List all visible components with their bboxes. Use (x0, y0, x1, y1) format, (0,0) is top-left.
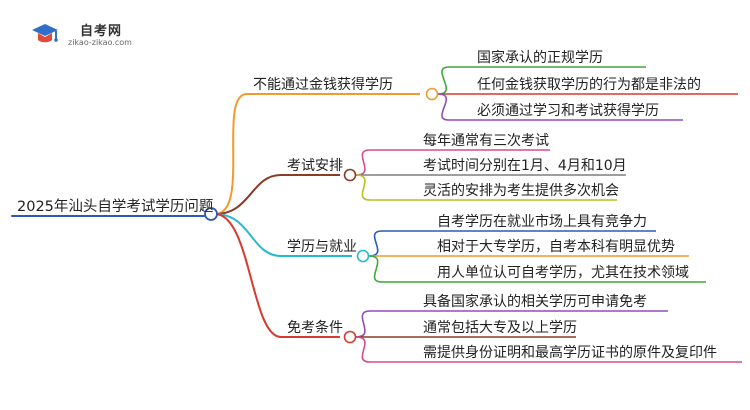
branch-2-node (343, 168, 357, 182)
branch-3-child-3-connector (368, 255, 383, 283)
branch-4-child-2[interactable]: 通常包括大专及以上学历 (423, 320, 577, 336)
branch-1-connector (214, 93, 248, 215)
logo-title: 自考网 (80, 24, 123, 39)
logo-url: zikao-zikao.com (68, 38, 132, 47)
root-node (204, 207, 218, 221)
branch-1-child-3-connector (437, 93, 450, 121)
branch-1-child-3[interactable]: 必须通过学习和考试获得学历 (477, 103, 659, 119)
branch-3-node (356, 249, 370, 263)
branch-1-label[interactable]: 不能通过金钱获得学历 (253, 77, 393, 93)
branch-4-label[interactable]: 免考条件 (287, 320, 343, 336)
branch-1-child-2[interactable]: 任何金钱获取学历的行为都是非法的 (477, 77, 701, 93)
branch-4-child-3-connector (355, 336, 371, 363)
branch-1-child-1[interactable]: 国家承认的正规学历 (477, 50, 603, 66)
branch-1-child-1-connector (437, 66, 450, 95)
branch-4-child-1[interactable]: 具备国家承认的相关学历可申请免考 (423, 294, 647, 310)
branch-2-label[interactable]: 考试安排 (287, 158, 343, 174)
branch-2-child-2[interactable]: 考试时间分别在1月、4月和10月 (423, 158, 627, 174)
root-topic[interactable]: 2025年汕头自学考试学历问题 (17, 199, 214, 215)
branch-2-child-1-connector (355, 149, 371, 176)
branch-3-child-1-connector (368, 230, 383, 257)
branch-3-label[interactable]: 学历与就业 (287, 239, 357, 255)
branch-4-child-1-connector (355, 310, 371, 338)
branch-3-child-2[interactable]: 相对于大专学历，自考本科有明显优势 (437, 239, 675, 255)
branch-3-child-1[interactable]: 自考学历在就业市场上具有竞争力 (437, 214, 647, 230)
branch-4-connector (214, 213, 282, 338)
branch-2-child-1[interactable]: 每年通常有三次考试 (423, 133, 549, 149)
branch-3-child-3[interactable]: 用人单位认可自考学历，尤其在技术领域 (437, 265, 689, 281)
branch-2-connector (214, 174, 282, 215)
site-logo[interactable]: 自考网 zikao-zikao.com (28, 18, 148, 52)
branch-2-child-3[interactable]: 灵活的安排为考生提供多次机会 (423, 183, 619, 199)
graduation-cap-icon (32, 24, 58, 43)
branch-4-node (343, 330, 357, 344)
branch-2-child-3-connector (355, 174, 371, 201)
branch-1-node (425, 87, 439, 101)
branch-3-connector (214, 213, 282, 257)
branch-4-child-3[interactable]: 需提供身份证明和最高学历证书的原件及复印件 (423, 345, 717, 361)
